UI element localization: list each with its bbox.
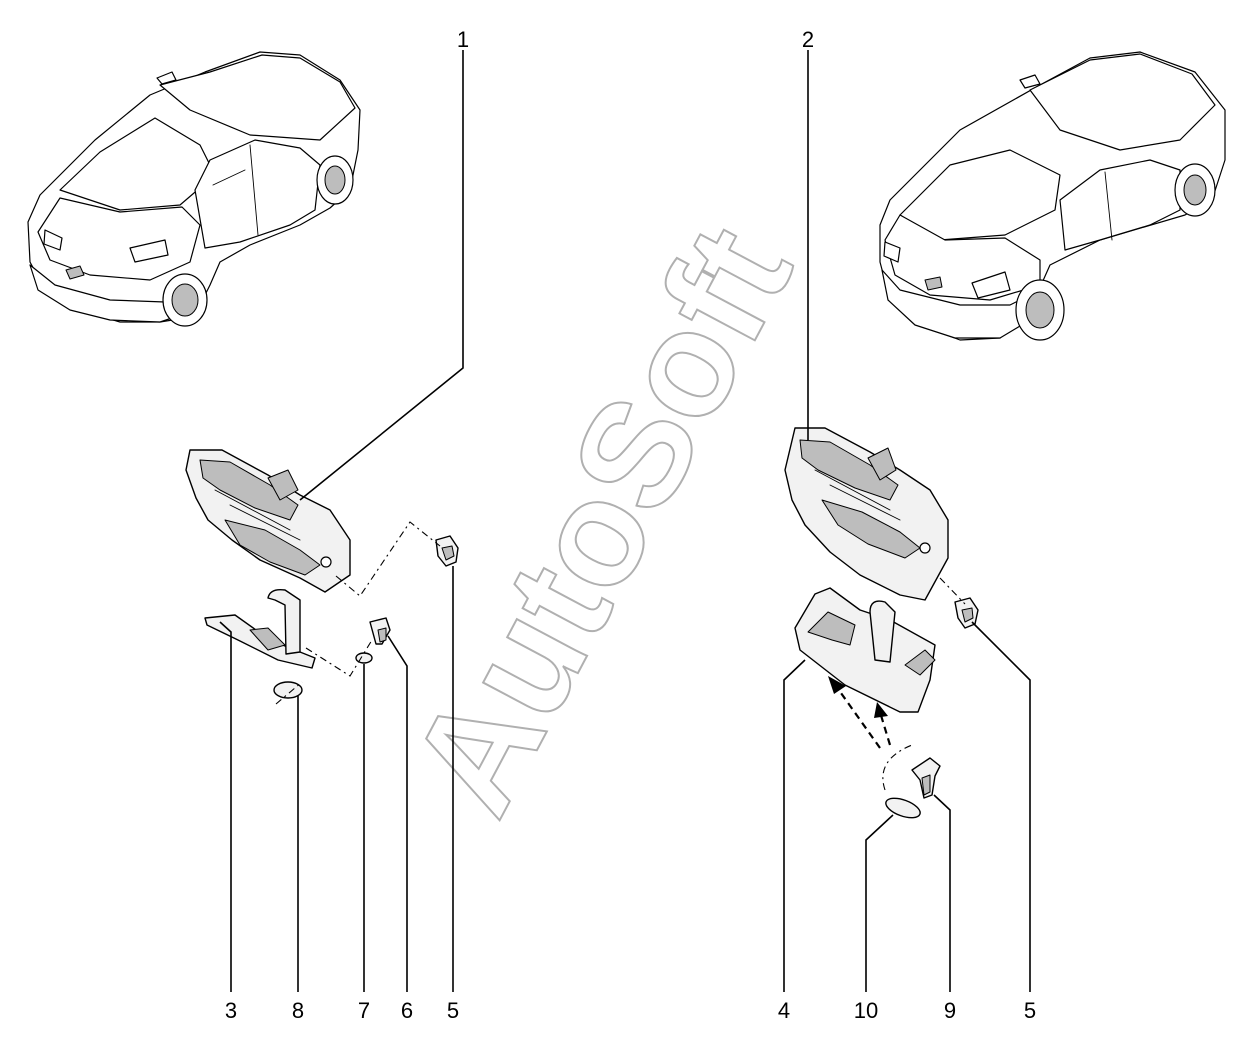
screw-icon — [954, 597, 979, 629]
callout-6: 6 — [401, 998, 413, 1023]
callout-1: 1 — [457, 27, 469, 52]
callout-9: 9 — [944, 998, 956, 1023]
lock-striker-icon — [204, 588, 316, 669]
callout-numbers: 1 2 3 8 7 6 5 4 10 9 5 — [225, 27, 1036, 1023]
callout-2: 2 — [802, 27, 814, 52]
callout-7: 7 — [358, 998, 370, 1023]
watermark: AutoSoft — [378, 201, 824, 839]
lock-striker-icon — [794, 587, 936, 713]
trunk-lock-icon — [185, 449, 351, 593]
callout-8: 8 — [292, 998, 304, 1023]
callout-4: 4 — [778, 998, 790, 1023]
washer-icon — [885, 797, 921, 819]
callout-3: 3 — [225, 998, 237, 1023]
screw-icon — [435, 535, 459, 567]
trunk-lock-icon — [784, 427, 949, 601]
screw-icon — [369, 617, 391, 645]
callout-10: 10 — [854, 998, 878, 1023]
assembly-line — [275, 681, 303, 705]
callout-5-left: 5 — [447, 998, 459, 1023]
assembly-line — [335, 521, 441, 597]
assembly-line — [939, 577, 966, 605]
left-car-illustration — [27, 51, 361, 327]
assembly-arrows — [828, 676, 892, 749]
assembly-line — [305, 639, 373, 677]
washer-icon — [273, 681, 303, 699]
assembly-line — [882, 744, 913, 791]
right-car-illustration — [879, 51, 1226, 341]
leader-lines — [219, 50, 1031, 992]
callout-5-right: 5 — [1024, 998, 1036, 1023]
screw-icon — [911, 757, 941, 799]
